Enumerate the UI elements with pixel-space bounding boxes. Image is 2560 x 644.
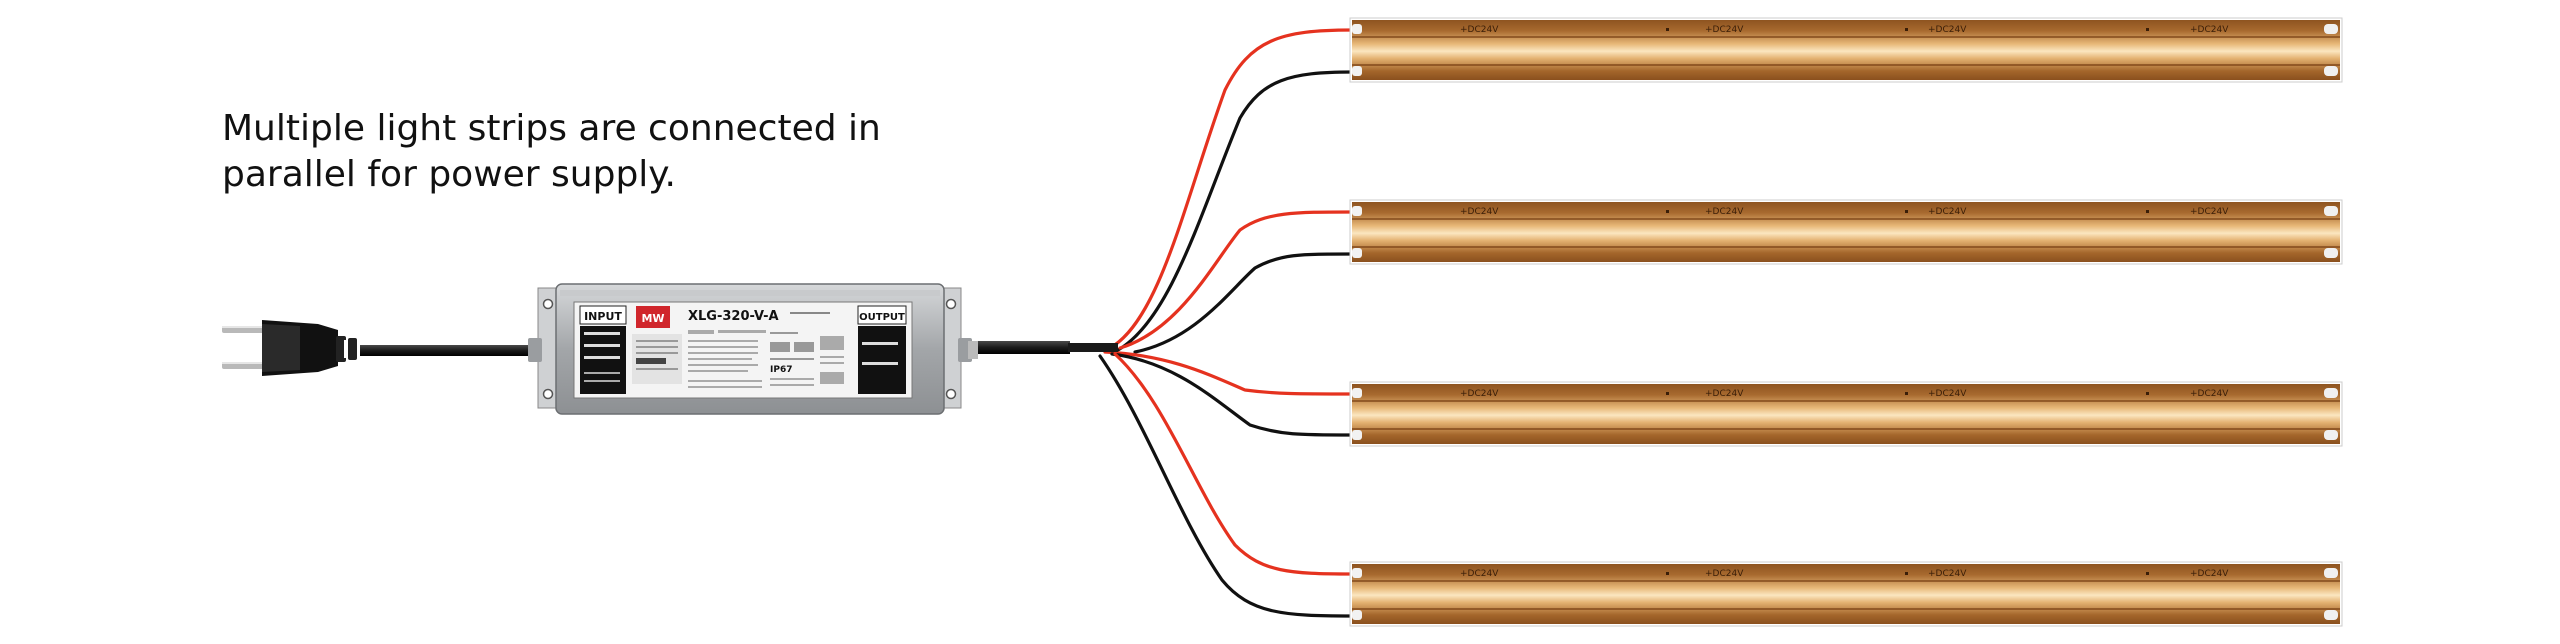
voltage-label: +DC24V [1460,25,1499,35]
red-wire-strip-4 [1113,352,1354,576]
voltage-label: +DC24V [1705,25,1744,35]
driver-icon: INPUT MW XLG-320-V-A [528,283,978,415]
driver-brand: MW [641,312,664,325]
black-wire-strip-1 [1116,70,1354,352]
input-cord [360,345,538,356]
voltage-label: +DC24V [1460,207,1499,217]
voltage-label: +DC24V [1928,207,1967,217]
voltage-label: +DC24V [1460,389,1499,399]
led-strip-icon: +DC24V +DC24V +DC24V +DC24V [1349,199,2343,265]
voltage-label: +DC24V [1705,207,1744,217]
voltage-label: +DC24V [2190,569,2229,579]
driver-ip-rating: IP67 [770,365,792,375]
voltage-label: +DC24V [1705,389,1744,399]
driver-input-label: INPUT [584,310,622,323]
strip-3-labels: +DC24V +DC24V +DC24V +DC24V [1460,389,2229,399]
black-wire-strip-2 [1133,252,1354,354]
voltage-label: +DC24V [1705,569,1744,579]
led-strip-icon: +DC24V +DC24V +DC24V +DC24V [1349,381,2343,447]
red-wire-strip-1 [1108,28,1354,350]
voltage-label: +DC24V [1928,569,1967,579]
red-wire-strip-2 [1118,210,1354,350]
led-strip-icon: +DC24V +DC24V +DC24V +DC24V [1349,561,2343,627]
caption-line-1: Multiple light strips are connected in [222,108,881,149]
strip-4-labels: +DC24V +DC24V +DC24V +DC24V [1460,569,2229,579]
voltage-label: +DC24V [2190,389,2229,399]
driver-model: XLG-320-V-A [688,309,779,324]
voltage-label: +DC24V [1460,569,1499,579]
black-wire-strip-3 [1110,352,1354,437]
output-cord [975,341,1070,354]
red-wire-strip-3 [1103,350,1354,396]
voltage-label: +DC24V [2190,207,2229,217]
strip-1-labels: +DC24V +DC24V +DC24V +DC24V [1460,25,2229,35]
plug-icon [222,320,357,376]
driver-output-label: OUTPUT [859,312,905,323]
led-strips: +DC24V +DC24V +DC24V +DC24V +DC24V +DC24… [1349,17,2343,627]
voltage-label: +DC24V [1928,25,1967,35]
led-strip-icon: +DC24V +DC24V +DC24V +DC24V [1349,17,2343,83]
diagram-caption: Multiple light strips are connected in p… [222,106,982,198]
caption-line-2: parallel for power supply. [222,154,676,195]
black-wire-strip-4 [1098,354,1354,618]
voltage-label: +DC24V [2190,25,2229,35]
strip-2-labels: +DC24V +DC24V +DC24V +DC24V [1460,207,2229,217]
voltage-label: +DC24V [1928,389,1967,399]
wire-bundle [1098,28,1354,618]
